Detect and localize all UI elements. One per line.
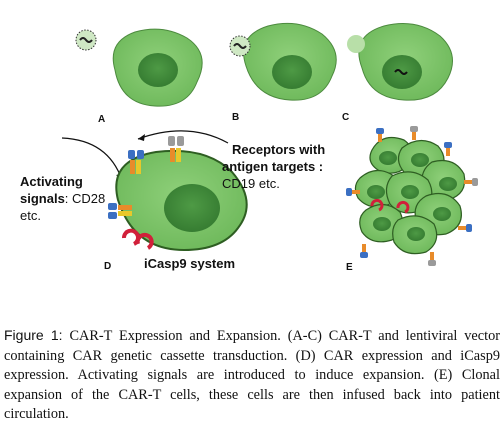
- panel-a: A: [75, 28, 203, 125]
- figure-caption-text: CAR-T Expression and Expansion. (A-C) CA…: [4, 328, 500, 423]
- figure-caption: Figure 1: CAR-T Expression and Expansion…: [4, 326, 500, 425]
- activating-label-line2: signals: CD28: [20, 191, 105, 206]
- receptors-label-line3: CD19 etc.: [222, 176, 280, 191]
- cell-b: [243, 22, 337, 101]
- panel-b: B: [229, 22, 337, 123]
- lentiviral-vector-icon: [75, 29, 97, 51]
- activating-label-line1: Activating: [20, 174, 83, 189]
- figure-caption-label: Figure 1:: [4, 327, 63, 343]
- receptor-icon: [168, 136, 184, 162]
- panel-letter-a: A: [98, 114, 105, 125]
- vector-fusing-icon: [229, 35, 251, 57]
- panel-c: C: [342, 23, 453, 123]
- activating-label-line3: etc.: [20, 208, 41, 223]
- receptor-icon: [128, 150, 144, 174]
- activating-label-cd28: : CD28: [65, 191, 105, 206]
- cell-c: [347, 23, 453, 101]
- car-t-cell: [115, 149, 248, 252]
- panel-d: D Receptors with antigen targets : CD19 …: [20, 136, 325, 272]
- panel-e: E: [346, 126, 478, 273]
- clonal-expansion-cluster: [354, 137, 466, 255]
- expansion-receptors: [346, 126, 478, 266]
- icasp9-label: iCasp9 system: [144, 256, 235, 271]
- cell-a: [112, 28, 203, 107]
- receptors-label-line2: antigen targets :: [222, 159, 323, 174]
- panel-letter-d: D: [104, 261, 111, 272]
- panel-letter-c: C: [342, 112, 349, 123]
- panel-letter-e: E: [346, 262, 353, 273]
- receptor-icon: [108, 203, 132, 219]
- icasp9-icon: [122, 228, 154, 250]
- arrow-receptors: [137, 130, 229, 144]
- panel-letter-b: B: [232, 112, 239, 123]
- activating-label-signals: signals: [20, 191, 65, 206]
- figure-illustration: A B C: [20, 22, 478, 273]
- receptors-label-line1: Receptors with: [232, 142, 325, 157]
